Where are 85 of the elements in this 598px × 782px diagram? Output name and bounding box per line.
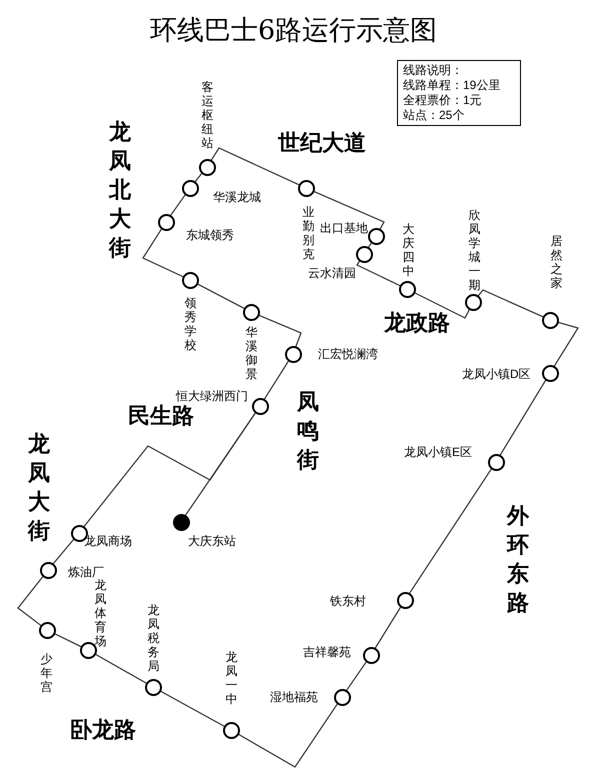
- stop-circle: [334, 688, 350, 706]
- station-name: 大庆东站: [188, 534, 236, 548]
- info-text: 线路单程：19公里: [403, 78, 500, 92]
- stop-circle: [356, 246, 372, 262]
- stop-circle: [80, 642, 96, 658]
- station-name: 欣凤学城一期: [468, 208, 481, 292]
- station-name: 龙凤体育场: [94, 578, 107, 648]
- station-name: 炼油厂: [68, 565, 104, 579]
- road-name: 民生路: [128, 404, 194, 428]
- route-line: [553, 321, 579, 368]
- stop-circle: [542, 364, 558, 382]
- station-name: 大庆四中: [402, 222, 415, 278]
- stop-circle: [464, 294, 482, 310]
- route-line: [346, 660, 368, 692]
- station-name: 龙凤小镇E区: [404, 445, 472, 459]
- route-line: [356, 260, 401, 287]
- stop-circle: [298, 180, 314, 196]
- route-line: [158, 690, 226, 728]
- stop-circle: [144, 678, 162, 696]
- route-line: [499, 378, 547, 456]
- station-name: 湿地福苑: [270, 690, 318, 704]
- route-line: [82, 411, 257, 528]
- stop-circle: [40, 562, 56, 578]
- terminal-stop-dot: [172, 514, 190, 530]
- route-line: [194, 172, 204, 183]
- station-name: 恒大绿洲西门: [176, 389, 248, 403]
- info-text: 站点：25个: [403, 108, 464, 122]
- stop-circle: [38, 622, 56, 638]
- stop-circle: [182, 180, 198, 196]
- station-name: 龙凤一中: [225, 650, 238, 706]
- route-line: [413, 292, 470, 319]
- road-name: 龙政路: [384, 311, 450, 335]
- stop-circle: [542, 312, 558, 328]
- stop-circle: [158, 214, 174, 230]
- station-name: 华溪龙城: [213, 190, 261, 204]
- station-name: 铁东村: [330, 594, 366, 608]
- stop-circle: [398, 280, 416, 298]
- route-line: [477, 289, 544, 318]
- route-line: [17, 575, 44, 626]
- station-name: 东城领秀: [186, 228, 234, 242]
- station-name: 客运枢纽站: [201, 80, 214, 150]
- route-line: [94, 652, 148, 684]
- route-line: [374, 606, 402, 650]
- stop-circle: [252, 398, 268, 414]
- info-text: 全程票价：1元: [403, 93, 482, 107]
- route-line: [52, 538, 75, 565]
- road-name: 龙凤大街: [27, 430, 51, 546]
- route-line: [257, 314, 302, 348]
- station-name: 居然之家: [550, 234, 563, 290]
- stop-circle: [198, 158, 216, 176]
- stop-circle: [182, 272, 198, 288]
- route-line: [170, 193, 186, 217]
- station-name: 云水清园: [308, 266, 356, 280]
- stop-circle: [284, 346, 302, 362]
- road-name: 外环东路: [506, 502, 530, 618]
- route-line: [210, 147, 300, 186]
- station-name: 少年宫: [40, 652, 53, 694]
- stop-circle: [222, 722, 240, 738]
- stop-circle: [488, 454, 504, 470]
- stop-circle: [242, 304, 260, 320]
- info-text: 线路说明：: [403, 63, 463, 77]
- route-line: [196, 282, 246, 310]
- station-name: 龙凤商场: [84, 534, 132, 548]
- route-line: [408, 467, 493, 595]
- route-line: [312, 190, 385, 230]
- road-name: 凤鸣街: [296, 388, 320, 475]
- road-name: 龙凤北大街: [108, 118, 132, 263]
- station-name: 领秀学校: [184, 296, 197, 352]
- station-name: 龙凤小镇D区: [462, 367, 531, 381]
- route-line: [142, 228, 184, 278]
- station-name: 业勤别克: [302, 205, 315, 261]
- station-name: 吉祥馨苑: [303, 645, 351, 659]
- stop-circle: [362, 646, 380, 664]
- station-name: 出口基地: [320, 221, 368, 235]
- stop-circle: [396, 592, 414, 608]
- road-name: 卧龙路: [70, 718, 136, 742]
- route-line: [53, 632, 82, 648]
- station-name: 汇宏悦澜湾: [318, 347, 378, 361]
- route-line: [263, 360, 290, 400]
- map-title: 环线巴士6路运行示意图: [150, 14, 438, 48]
- station-name: 华溪御景: [245, 325, 258, 381]
- stop-circle: [368, 228, 384, 244]
- station-name: 龙凤税务局: [147, 603, 160, 673]
- road-name: 世纪大道: [278, 131, 366, 155]
- route-line: [236, 702, 339, 768]
